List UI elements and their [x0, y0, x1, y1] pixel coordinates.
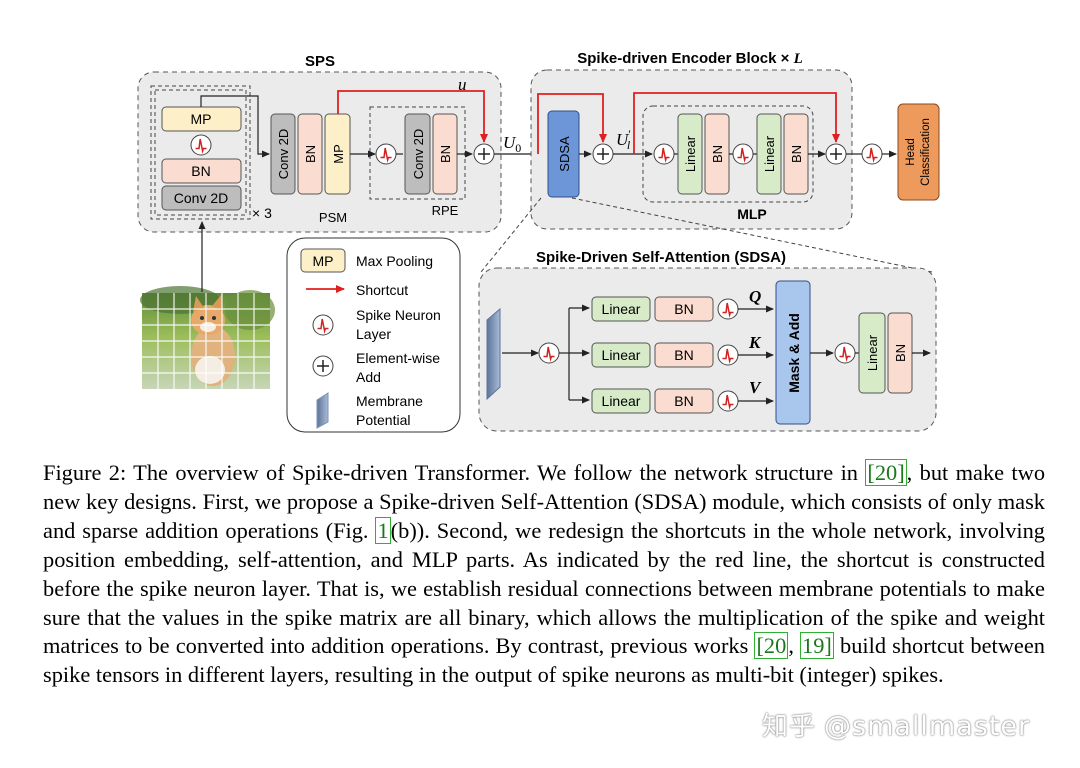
q-linear-label: Linear — [602, 301, 641, 317]
mp-label: MP — [191, 111, 212, 127]
mlp-linear1-label: Linear — [683, 135, 698, 172]
legend-add-line1: Element-wise — [356, 350, 440, 366]
spike-neuron-icon — [717, 390, 739, 412]
spike-neuron-icon — [538, 342, 560, 364]
spike-neuron-icon — [717, 298, 739, 320]
citation-20[interactable]: [20] — [865, 459, 907, 486]
head-line2: Classification — [920, 118, 932, 186]
sdsa-label: SDSA — [557, 136, 572, 172]
v-linear-label: Linear — [602, 393, 641, 409]
v-bn-box — [654, 388, 714, 414]
sdsa-detail-title: Spike-Driven Self-Attention (SDSA) — [536, 249, 786, 266]
q-var-label: Q — [749, 287, 761, 306]
mlp-linear2-box — [756, 113, 782, 195]
legend-mp-label: MP — [313, 253, 334, 269]
add-icon — [312, 355, 334, 377]
spike-neuron-icon — [190, 134, 212, 156]
zoom-line-right — [571, 197, 933, 273]
membrane-potential-icon — [316, 392, 329, 429]
k-linear-box — [591, 342, 651, 368]
spike-neuron-icon — [312, 314, 334, 336]
shortcut-mlp-arrow — [633, 92, 840, 154]
spike-neuron-icon — [375, 143, 397, 165]
mlp-bn1-label: BN — [710, 145, 725, 163]
u0-label: U0 — [503, 133, 521, 155]
mlp-label: MLP — [737, 206, 767, 222]
spike-neuron-icon — [834, 342, 856, 364]
rpe-bn-label: BN — [438, 145, 453, 163]
rpe-conv2d-box — [404, 113, 431, 195]
repeat-label: × 3 — [252, 205, 272, 221]
rpe-conv2d-label: Conv 2D — [411, 129, 426, 180]
figure-ref-1[interactable]: 1 — [375, 516, 391, 544]
psm-bn-label: BN — [303, 145, 318, 163]
encoder-title: Spike-driven Encoder Block × L — [577, 50, 803, 67]
k-bn-box — [654, 342, 714, 368]
head-box — [897, 103, 940, 201]
out-linear-box — [858, 312, 886, 394]
ul-label: U′l — [616, 127, 631, 152]
spike-neuron-icon — [861, 143, 883, 165]
legend-mem-line1: Membrane — [356, 393, 423, 409]
legend-mp-box — [300, 248, 346, 273]
v-linear-box — [591, 388, 651, 414]
legend-spike-line2: Layer — [356, 326, 391, 342]
rpe-label: RPE — [432, 203, 459, 218]
legend-add-line2: Add — [356, 369, 381, 385]
add-icon — [825, 143, 847, 165]
membrane-potential-input-icon — [486, 307, 501, 401]
stack-to-conv-arrow — [200, 95, 270, 158]
psm-conv2d-box — [270, 113, 296, 195]
add-icon — [592, 143, 614, 165]
v-bn-label: BN — [674, 393, 693, 409]
legend-box — [286, 237, 461, 433]
repeat-block-inner — [154, 89, 247, 216]
input-cat-image — [140, 286, 275, 389]
shortcut-u-arrow — [337, 90, 488, 143]
spike-neuron-icon — [717, 344, 739, 366]
spike-neuron-icon — [653, 143, 675, 165]
architecture-diagram: SPS × 3 MP BN Conv 2D Conv 2D BN MP PSM … — [137, 50, 940, 433]
citation-19[interactable]: 19] — [800, 632, 834, 660]
psm-conv2d-label: Conv 2D — [276, 129, 291, 180]
add-icon — [473, 143, 495, 165]
mlp-bn2-label: BN — [789, 145, 804, 163]
out-bn-label: BN — [893, 344, 908, 362]
mlp-linear1-box — [677, 113, 703, 195]
legend-spike-line1: Spike Neuron — [356, 307, 441, 323]
repeat-block-outer — [150, 85, 251, 220]
conv2d-box — [161, 185, 242, 211]
legend-mp-text: Max Pooling — [356, 253, 433, 269]
out-linear-label: Linear — [865, 334, 880, 371]
k-linear-label: Linear — [602, 347, 641, 363]
v-var-label: V — [749, 378, 762, 397]
legend-mem-line2: Potential — [356, 412, 410, 428]
bn-box — [161, 158, 242, 184]
k-var-label: K — [748, 333, 762, 352]
conv2d-label: Conv 2D — [174, 190, 228, 206]
shortcut-sdsa-arrow — [537, 93, 607, 154]
head-line1: Head — [905, 138, 917, 166]
k-bn-label: BN — [674, 347, 693, 363]
legend-shortcut-text: Shortcut — [356, 282, 408, 298]
bn-label: BN — [191, 163, 210, 179]
citation-20b[interactable]: [20 — [754, 632, 789, 660]
spike-neuron-icon — [732, 143, 754, 165]
u-label: u — [458, 75, 467, 94]
q-bn-box — [654, 296, 714, 322]
mlp-linear2-label: Linear — [762, 135, 777, 172]
figure-caption: Figure 2: The overview of Spike-driven T… — [43, 459, 1046, 688]
watermark-text: @smallmaster — [824, 711, 1031, 742]
q-bn-label: BN — [674, 301, 693, 317]
q-linear-box — [591, 296, 651, 322]
watermark: 知乎@smallmaster — [762, 706, 1030, 743]
psm-mp-label: MP — [331, 144, 346, 164]
sps-title: SPS — [305, 53, 335, 70]
psm-bn-box — [297, 113, 323, 195]
mask-add-label: Mask & Add — [786, 313, 802, 393]
zhihu-logo-icon: 知乎 — [762, 712, 817, 742]
zoom-line-left — [480, 197, 542, 273]
psm-label: PSM — [319, 210, 347, 225]
